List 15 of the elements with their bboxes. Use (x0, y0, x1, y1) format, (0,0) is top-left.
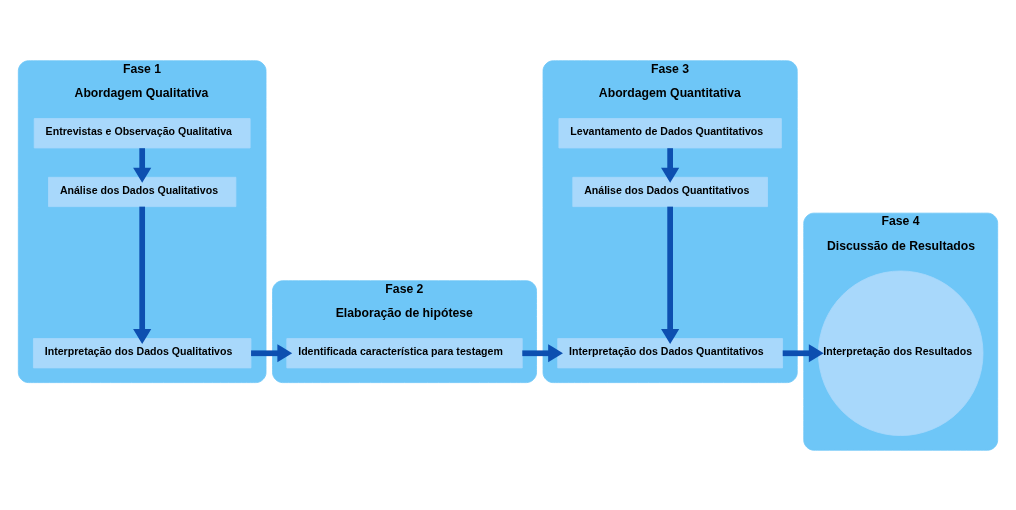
node-box: Interpretação dos Dados Qualitativos (33, 337, 252, 368)
node-box: Análise dos Dados Quantitativos (572, 176, 768, 207)
node-circle: Interpretação dos Resultados (818, 270, 984, 436)
arrow (782, 343, 824, 362)
node-box: Interpretação dos Dados Quantitativos (557, 337, 783, 368)
arrow (133, 147, 152, 183)
node-box: Identificada característica para testagem (286, 337, 523, 368)
node-box: Levantamento de Dados Quantitativos (558, 117, 782, 148)
arrow (251, 343, 293, 362)
node-box: Entrevistas e Observação Qualitativa (33, 117, 251, 148)
arrow (661, 147, 680, 183)
arrow (133, 206, 152, 344)
node-box: Análise dos Dados Qualitativos (48, 176, 237, 207)
arrow (661, 206, 680, 344)
arrow (522, 343, 563, 362)
